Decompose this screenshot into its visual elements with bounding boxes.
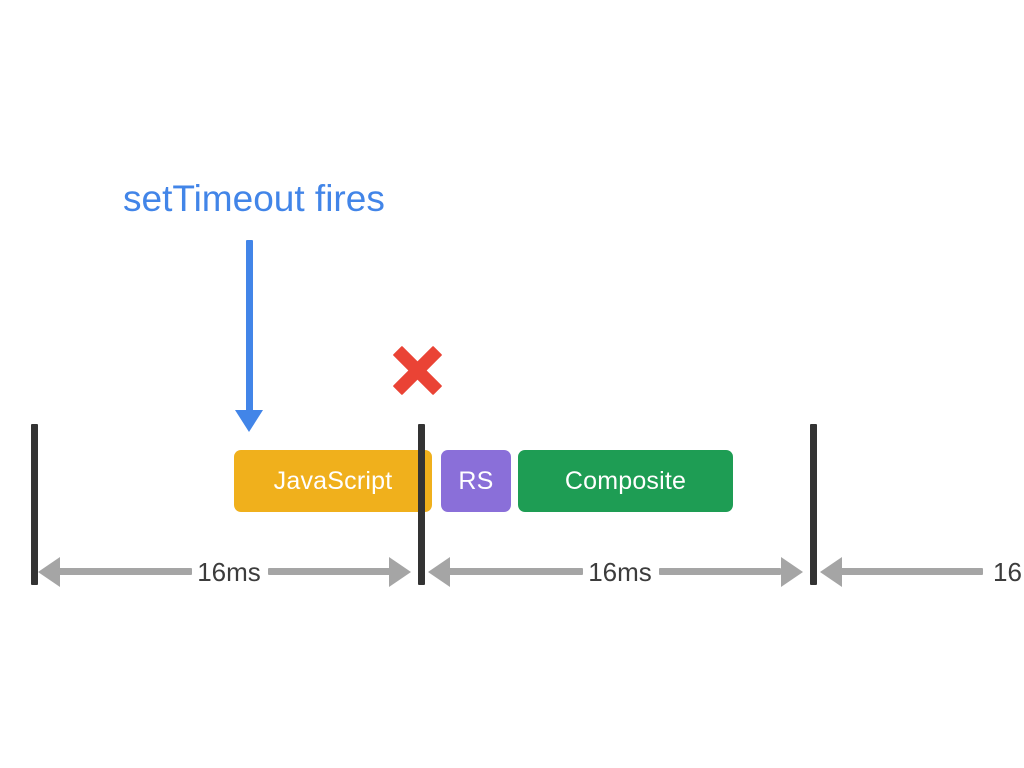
settimeout-arrow-shaft <box>246 240 253 415</box>
task-block-javascript[interactable]: JavaScript <box>234 450 432 512</box>
measure-1-line <box>58 568 192 575</box>
measure-1-label: 16ms <box>197 557 261 587</box>
frame-boundary-tick-1 <box>31 424 38 585</box>
measure-1-left-arrowhead-icon <box>38 557 60 587</box>
missed-frame-x-icon <box>389 342 446 399</box>
task-block-composite[interactable]: Composite <box>518 450 733 512</box>
measure-2-line-right <box>659 568 781 575</box>
settimeout-arrow-head-icon <box>235 410 263 432</box>
measure-3-line <box>840 568 983 575</box>
task-block-composite-label: Composite <box>564 466 687 495</box>
measure-1-line-right <box>268 568 390 575</box>
frame-boundary-tick-3 <box>810 424 817 585</box>
frame-boundary-tick-2 <box>418 424 425 585</box>
measure-1-right-arrowhead-icon <box>389 557 411 587</box>
measure-3-label: 16 <box>993 557 1022 587</box>
measure-2-left-arrowhead-icon <box>428 557 450 587</box>
settimeout-annotation-label: setTimeout fires <box>123 178 385 219</box>
task-block-rs-label: RS <box>458 466 494 495</box>
task-block-javascript-label: JavaScript <box>273 466 393 495</box>
task-block-rs[interactable]: RS <box>441 450 511 512</box>
measure-3-left-arrowhead-icon <box>820 557 842 587</box>
measure-2-line <box>448 568 583 575</box>
measure-2-right-arrowhead-icon <box>781 557 803 587</box>
measure-2-label: 16ms <box>588 557 652 587</box>
